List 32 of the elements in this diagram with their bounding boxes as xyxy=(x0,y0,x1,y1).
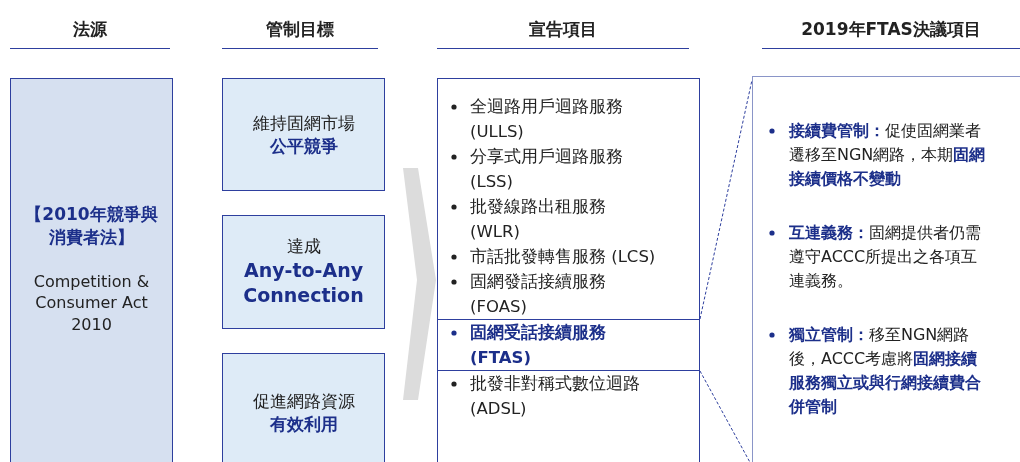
goal-box xyxy=(222,78,385,191)
emphasis-text: 公平競爭 xyxy=(268,134,339,158)
list-item: 分享式用戶迴路服務 (LSS) xyxy=(470,146,624,193)
column-heading: 法源 xyxy=(10,14,170,49)
bullet-paragraph: 獨立管制：移至NGN網路後，ACCC考慮將固網接續服務獨立或與行網接續費合併管制 xyxy=(789,324,982,418)
bullet-paragraph: 互連義務：固網提供者仍需遵守ACCC所提出之各項互連義務。 xyxy=(789,222,982,292)
service-list-box xyxy=(437,78,700,462)
list-item: 批發線路出租服務 (WLR) xyxy=(470,196,607,243)
decision-box xyxy=(752,76,1020,462)
node-text: 促進網路資源 xyxy=(251,390,356,413)
emphasis-text: 【2010年競爭與消費者法】 xyxy=(24,203,159,249)
zoom-connector-line xyxy=(699,370,753,462)
emphasis-text: Any-to-Any Connection xyxy=(242,257,365,309)
column-heading: 宣告項目 xyxy=(437,14,689,49)
emphasis-text: 有效利用 xyxy=(268,413,339,436)
goal-box xyxy=(222,215,385,329)
column-heading: 管制目標 xyxy=(222,14,378,49)
zoom-connector-line xyxy=(699,79,753,320)
law-box xyxy=(10,78,173,462)
column-heading: 2019年FTAS決議項目 xyxy=(762,14,1020,49)
chevron-arrow xyxy=(403,168,436,400)
goal-box xyxy=(222,353,385,462)
bullet-paragraph: 接續費管制：促使固網業者遷移至NGN網路，本期固網接續價格不變動 xyxy=(789,120,987,190)
list-item: 固網發話接續服務 (FOAS) xyxy=(470,271,607,318)
list-item: 批發非對稱式數位迴路 (ADSL) xyxy=(470,373,641,420)
highlight-box xyxy=(437,319,700,371)
node-text: 達成 xyxy=(285,234,322,258)
node-text: 維持固網市場 xyxy=(251,111,356,135)
list-item: 市話批發轉售服務 (LCS) xyxy=(470,246,657,268)
list-item: 全迴路用戶迴路服務 (ULLS) xyxy=(470,96,624,143)
node-text: Competition & Consumer Act 2010 xyxy=(32,270,151,336)
highlighted-list-item: 固網受話接續服務 (FTAS) xyxy=(470,322,607,369)
